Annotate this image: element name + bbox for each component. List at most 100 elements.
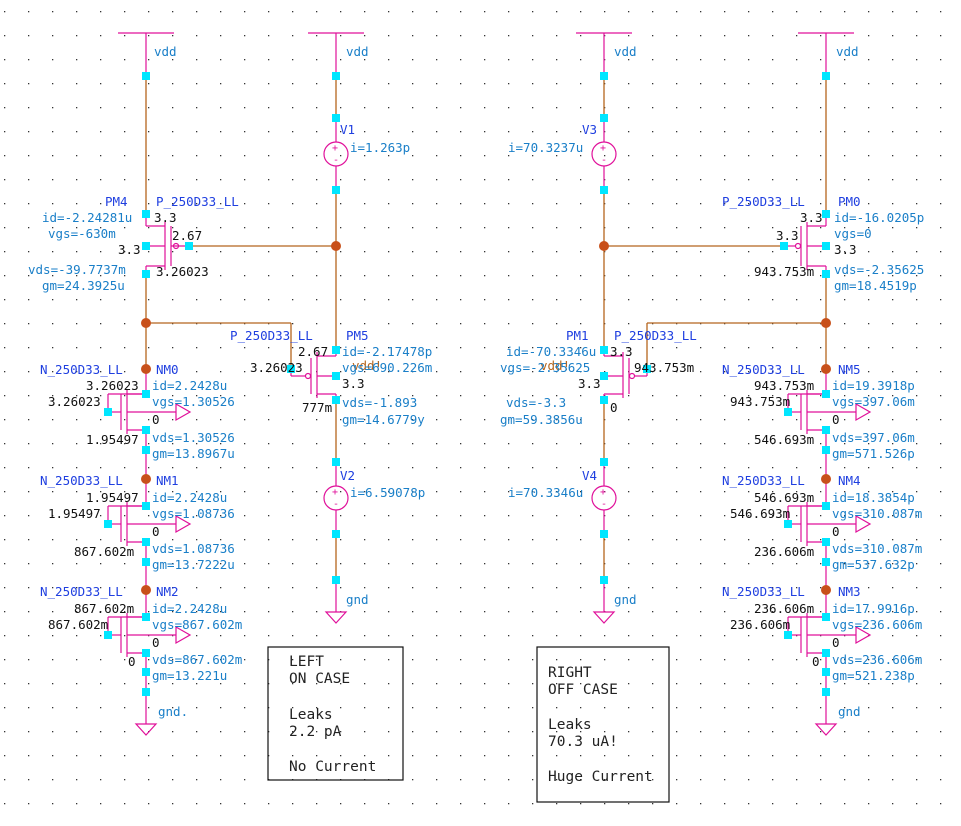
nm4-gm: gm=537.632p <box>832 557 915 572</box>
nm2-vds: vds=867.602m <box>152 652 242 667</box>
left-note-line: ON CASE <box>289 671 350 687</box>
nm1-s: 867.602m <box>74 544 134 559</box>
pm4-vgs: vgs=-630m <box>48 226 116 241</box>
pm1-d: 0 <box>610 400 618 415</box>
svg-text:+: + <box>332 143 338 154</box>
pm1-vgs: vgs=-2.35625 <box>500 360 590 375</box>
nm3-gm: gm=521.238p <box>832 668 915 683</box>
right-note-line: OFF CASE <box>548 682 618 698</box>
pm4-id: id=-2.24281u <box>42 210 132 225</box>
nm3-vgs: vgs=236.606m <box>832 617 922 632</box>
nm0-name: NM0 <box>156 362 179 377</box>
gnd-label: gnd. <box>158 704 188 719</box>
junction-dots <box>141 241 831 595</box>
pm1-name: PM1 <box>566 328 589 343</box>
nmos-nm1-symbol <box>107 479 192 590</box>
nm4-id: id=18.3854p <box>832 490 915 505</box>
left-note-line: No Current <box>289 759 376 775</box>
left-note-line: 2.2 pA <box>289 724 342 740</box>
pm0-id: id=-16.0205p <box>834 210 924 225</box>
svg-text:+: + <box>600 487 606 498</box>
svg-text:-: - <box>333 499 339 510</box>
vdd-label: vdd <box>346 44 369 59</box>
pm5-name: PM5 <box>346 328 369 343</box>
gnd-symbol-v2 <box>324 580 348 624</box>
pin-markers <box>104 72 830 696</box>
left-note-line: Leaks <box>289 707 333 723</box>
nm4-model: N_250D33_LL <box>722 473 805 488</box>
nm3-vds: vds=236.606m <box>832 652 922 667</box>
nm4-vds: vds=310.087m <box>832 541 922 556</box>
pm0-vds: vds=-2.35625 <box>834 262 924 277</box>
nm5-b: 0 <box>832 412 840 427</box>
nm2-model: N_250D33_LL <box>40 584 123 599</box>
svg-text:-: - <box>333 155 339 166</box>
vdd-label: vdd <box>836 44 859 59</box>
nm3-d: 236.606m <box>754 601 814 616</box>
svg-text:+: + <box>332 487 338 498</box>
nm1-b: 0 <box>152 524 160 539</box>
vdd-symbol-left-2 <box>308 32 364 76</box>
vdd-label: vdd <box>614 44 637 59</box>
nm1-d: 1.95497 <box>86 490 139 505</box>
nm0-b: 0 <box>152 412 160 427</box>
svg-text:+: + <box>600 143 606 154</box>
pm4-g: 2.67 <box>172 228 202 243</box>
pm4-d: 3.26023 <box>156 264 209 279</box>
nm1-vds: vds=1.08736 <box>152 541 235 556</box>
pm0-d: 943.753m <box>754 264 814 279</box>
pm5-vgs: vgs=690.226m <box>342 360 432 375</box>
nm2-s: 0 <box>128 654 136 669</box>
pm5-g: 2.67 <box>298 344 328 359</box>
v4-name: V4 <box>582 468 597 483</box>
svg-text:-: - <box>601 499 607 510</box>
pm4-s: 3.3 <box>154 210 177 225</box>
nm2-b: 0 <box>152 635 160 650</box>
v1-name: V1 <box>340 122 355 137</box>
vdd-label: vdd <box>154 44 177 59</box>
nm5-vds: vds=397.06m <box>832 430 915 445</box>
pm1-ghost: vdd! <box>540 358 570 373</box>
nm2-d: 867.602m <box>74 601 134 616</box>
nm4-b: 0 <box>832 524 840 539</box>
nm3-model: N_250D33_LL <box>722 584 805 599</box>
pm5-s: 3.26023 <box>250 360 303 375</box>
right-note-box: RIGHT OFF CASE Leaks 70.3 uA! Huge Curre… <box>536 646 670 803</box>
nm4-d: 546.693m <box>754 490 814 505</box>
left-note-line: LEFT <box>289 654 324 670</box>
nm0-gm: gm=13.8967u <box>152 446 235 461</box>
pm5-vds: vds=-1.893 <box>342 395 417 410</box>
nm1-id: id=2.2428u <box>152 490 227 505</box>
nm0-vds: vds=1.30526 <box>152 430 235 445</box>
nm5-id: id=19.3918p <box>832 378 915 393</box>
nm3-s: 0 <box>812 654 820 669</box>
pm1-model: P_250D33_LL <box>614 328 697 343</box>
nm0-id: id=2.2428u <box>152 378 227 393</box>
pm1-id: id=-70.3346u <box>506 344 596 359</box>
vdd-symbol-right-1 <box>576 32 632 76</box>
v2-current: i=6.59078p <box>350 485 425 500</box>
nm3-b: 0 <box>832 635 840 650</box>
nm4-vgs: vgs=310.087m <box>832 506 922 521</box>
pm0-gm: gm=18.4519p <box>834 278 917 293</box>
v4-current: i=70.3346u <box>508 485 583 500</box>
right-note-line: Leaks <box>548 717 592 733</box>
nm4-name: NM4 <box>838 473 861 488</box>
nm1-model: N_250D33_LL <box>40 473 123 488</box>
pm5-id: id=-2.17478p <box>342 344 432 359</box>
nm4-g: 546.693m <box>730 506 790 521</box>
pm5-b: 3.3 <box>342 376 365 391</box>
nm0-s: 1.95497 <box>86 432 139 447</box>
pm0-name: PM0 <box>838 194 861 209</box>
right-note-line: RIGHT <box>548 665 592 681</box>
nm3-g: 236.606m <box>730 617 790 632</box>
vdd-symbol-right-2 <box>798 32 854 76</box>
pm5-ghost: vdd! <box>352 358 382 373</box>
gnd-label: gnd <box>838 704 861 719</box>
pm0-vgs: vgs=0 <box>834 226 872 241</box>
pm4-gm: gm=24.3925u <box>42 278 125 293</box>
pm5-gm: gm=14.6779y <box>342 412 425 427</box>
v2-name: V2 <box>340 468 355 483</box>
pm4-b: 3.3 <box>118 242 141 257</box>
